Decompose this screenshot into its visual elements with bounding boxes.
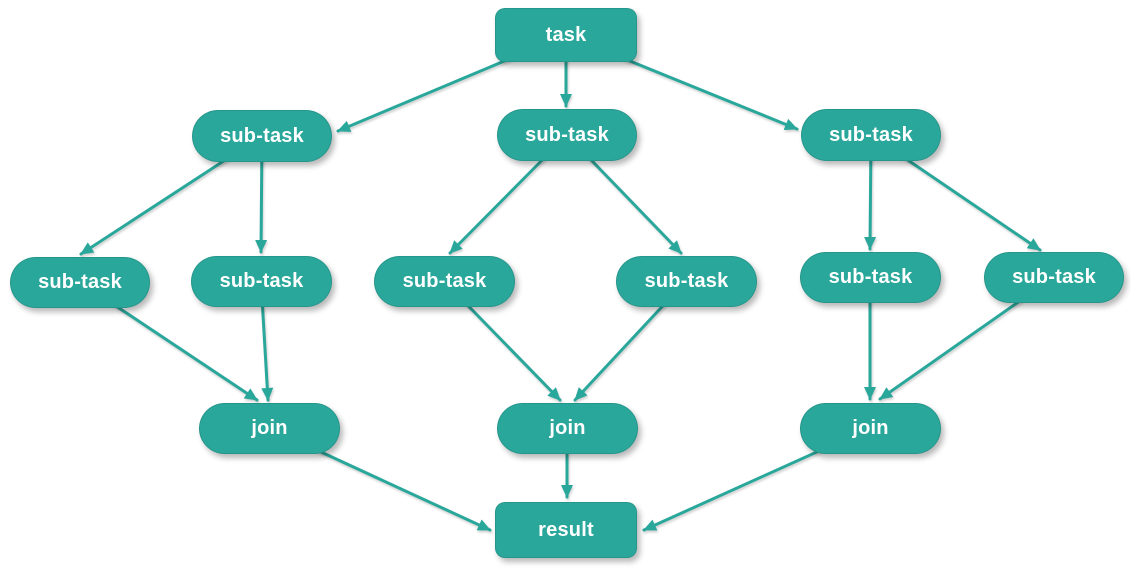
- node-subtask-l3-4: sub-task: [616, 256, 757, 307]
- node-join-right: join: [800, 403, 941, 454]
- node-subtask-l3-2: sub-task: [191, 256, 332, 307]
- node-subtask-l3-5: sub-task: [800, 252, 941, 303]
- node-subtask-l3-1: sub-task: [10, 257, 150, 308]
- node-subtask-l3-3: sub-task: [374, 256, 515, 307]
- node-subtask-l2-right: sub-task: [801, 109, 941, 161]
- node-subtask-l2-left: sub-task: [192, 110, 332, 162]
- node-result: result: [495, 502, 637, 558]
- node-subtask-l2-mid: sub-task: [497, 109, 637, 161]
- node-subtask-l3-6: sub-task: [984, 252, 1124, 303]
- node-join-left: join: [199, 403, 340, 454]
- node-task: task: [495, 8, 637, 62]
- node-join-mid: join: [497, 403, 638, 454]
